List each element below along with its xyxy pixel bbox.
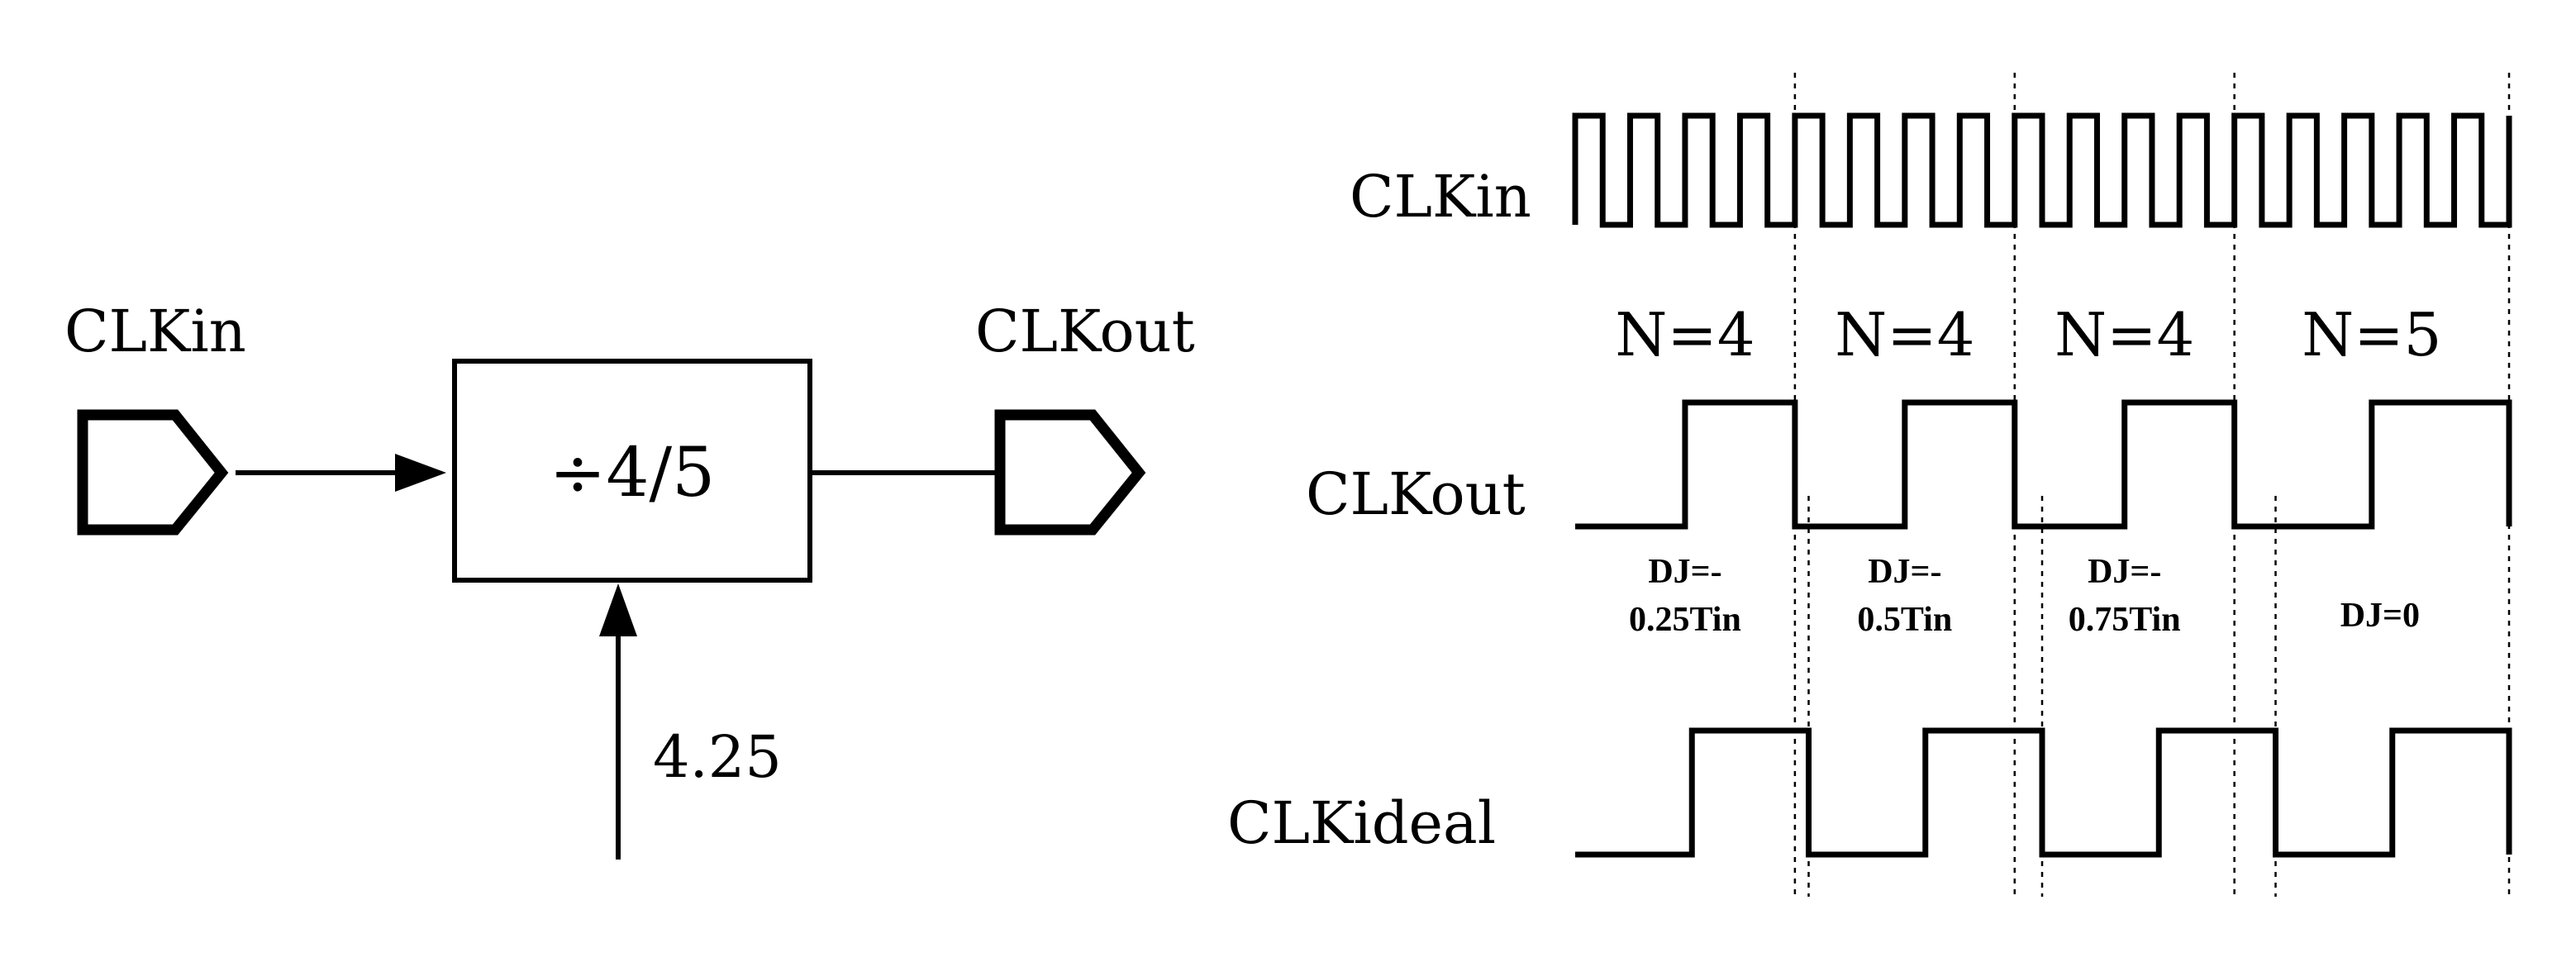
clkin-label: CLKin: [1350, 163, 1531, 231]
input-port-icon: [77, 409, 229, 536]
dj-label: DJ=-: [1648, 553, 1721, 591]
clkideal-label: CLKideal: [1227, 789, 1496, 857]
n-label: N=5: [2302, 300, 2441, 369]
clkin-waveform: [1572, 112, 2512, 228]
n-label: N=4: [1615, 300, 1755, 369]
input-label: CLKin: [64, 298, 246, 365]
output-port-icon: [994, 409, 1146, 536]
dj-label: 0.25Tin: [1629, 601, 1741, 639]
input-arrow-icon: [395, 454, 446, 492]
n-label: N=4: [2055, 300, 2194, 369]
dj-label: DJ=0: [2340, 597, 2420, 635]
block-diagram: CLKin ÷4/5 CLKout 4.25: [64, 298, 1195, 860]
dj-label: DJ=-: [1868, 553, 1941, 591]
output-label: CLKout: [975, 298, 1195, 365]
dj-labels: DJ=- 0.25Tin DJ=- 0.5Tin DJ=- 0.75Tin DJ=0: [1629, 553, 2420, 639]
clkout-label: CLKout: [1306, 460, 1526, 528]
n-labels: N=4 N=4 N=4 N=5: [1615, 300, 2441, 369]
clkideal-waveform: [1575, 727, 2512, 858]
dj-label: 0.75Tin: [2069, 601, 2181, 639]
n-label: N=4: [1835, 300, 1974, 369]
dj-label: 0.5Tin: [1857, 601, 1952, 639]
control-value: 4.25: [653, 723, 782, 791]
clkout-waveform: [1575, 399, 2512, 530]
divider-label: ÷4/5: [550, 434, 716, 512]
dj-label: DJ=-: [2088, 553, 2161, 591]
control-arrow-icon: [599, 583, 637, 636]
